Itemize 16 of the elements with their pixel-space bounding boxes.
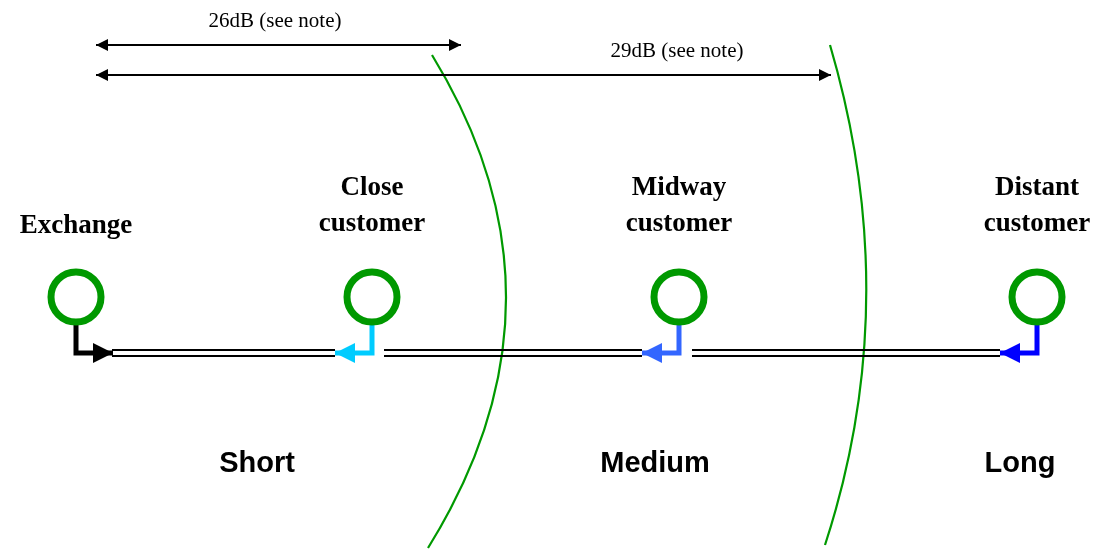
zone-label: Medium (600, 446, 710, 479)
signal-arrow (1000, 325, 1040, 363)
zone-label: Short (219, 446, 295, 479)
node-label: Exchange (18, 208, 134, 241)
zone-label: Long (984, 446, 1056, 479)
dimension-label: 29dB (see note) (610, 38, 744, 63)
cable-line (383, 349, 643, 357)
cable-line (691, 349, 1001, 357)
node-label: Distant customer (982, 170, 1092, 239)
signal-arrow (642, 325, 682, 363)
signal-arrow (73, 325, 113, 363)
dimension-label: 26dB (see note) (208, 8, 342, 33)
signal-arrow (335, 325, 375, 363)
cable-line (111, 349, 336, 357)
node-label: Midway customer (624, 170, 734, 239)
node-label: Close customer (317, 170, 427, 239)
